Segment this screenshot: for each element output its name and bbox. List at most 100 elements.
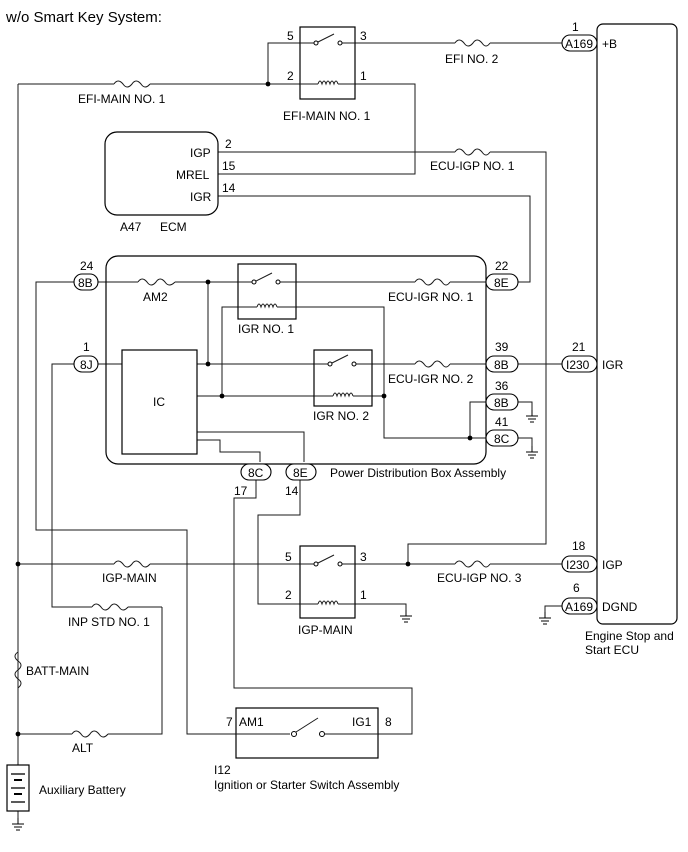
ground-8c-41	[525, 445, 539, 459]
ecm-terminal-igr: IGR	[190, 190, 212, 204]
pdb-connector-8j-1-pin: 1	[83, 340, 90, 354]
pdb-connector-8b-36: 8B 36	[485, 379, 519, 411]
ecu-terminal-plus-b-pin: 1	[572, 20, 579, 34]
pdb-connector-8b-36-pin: 36	[495, 379, 509, 393]
ecu-terminal-dgnd-pin: 6	[573, 581, 580, 595]
ground-8b-36	[525, 409, 539, 423]
fuse-ecu-igr-1: ECU-IGR NO. 1	[388, 278, 474, 304]
ecm-name: ECM	[160, 220, 187, 234]
relay-efi-main-1-pin-5: 5	[287, 29, 294, 43]
pdb-connector-8e-14-pin: 14	[285, 484, 299, 498]
ignition-am1: AM1	[239, 715, 264, 729]
pdb-connector-8c-41: 8C 41	[485, 415, 519, 447]
ecm: IGP MREL IGR 2 15 14 A47 ECM	[104, 131, 236, 234]
relay-igp-main-pin-3: 3	[360, 550, 367, 564]
relay-igr-1: IGR NO. 1	[237, 263, 297, 336]
ecu-terminal-dgnd-label: DGND	[602, 600, 638, 614]
ecm-code: A47	[120, 220, 142, 234]
pdb-connector-8b-39-code: 8B	[494, 358, 509, 372]
ecu-terminal-dgnd-conn: A169	[565, 600, 593, 614]
pdb-connector-8e-22-code: 8E	[494, 276, 509, 290]
pdb-connector-8c-41-code: 8C	[494, 432, 510, 446]
ignition-pin-7: 7	[226, 715, 233, 729]
ecu-terminal-plus-b-conn: A169	[565, 37, 593, 51]
fuse-ecu-igr-2: ECU-IGR NO. 2	[388, 360, 474, 386]
pdb-connector-8j-1-code: 8J	[80, 358, 93, 372]
fuse-batt-main-label: BATT-MAIN	[26, 664, 89, 678]
fuse-ecu-igr-2-label: ECU-IGR NO. 2	[388, 372, 474, 386]
ecm-pin-14: 14	[222, 181, 236, 195]
relay-efi-main-1-pin-2: 2	[287, 69, 294, 83]
relay-efi-main-1-label: EFI-MAIN NO. 1	[283, 109, 371, 123]
relay-igr-2-label: IGR NO. 2	[313, 409, 369, 423]
power-distribution-box: IC Power Distribution Box Assembly	[105, 255, 506, 480]
ecm-terminal-mrel: MREL	[176, 168, 210, 182]
pdb-connector-8c-17-code: 8C	[248, 466, 264, 480]
junction-dots	[15, 81, 473, 737]
relay-igr-1-label: IGR NO. 1	[238, 322, 294, 336]
fuse-efi-main-1-label: EFI-MAIN NO. 1	[78, 92, 166, 106]
ground-battery	[11, 817, 25, 831]
fuse-am2: AM2	[137, 278, 176, 304]
ecu-terminal-igr-label: IGR	[602, 358, 624, 372]
ecu-terminal-plus-b: A169 1 +B	[561, 20, 617, 52]
diagram-title: w/o Smart Key System:	[5, 9, 162, 26]
pdb-connector-8b-39-pin: 39	[495, 340, 509, 354]
ignition-name: Ignition or Starter Switch Assembly	[214, 778, 399, 792]
ecm-pin-15: 15	[222, 159, 236, 173]
pdb-connector-8b-36-code: 8B	[494, 396, 509, 410]
fuse-ecu-igp-1-label: ECU-IGP NO. 1	[430, 159, 515, 173]
pdb-connector-8e-22: 8E 22	[485, 259, 519, 291]
wires	[17, 42, 562, 820]
fuse-alt-label: ALT	[72, 741, 94, 755]
relay-igp-main-label: IGP-MAIN	[298, 623, 353, 637]
ground-ecu-dgnd	[538, 611, 552, 625]
fuse-ecu-igp-3-label: ECU-IGP NO. 3	[437, 571, 522, 585]
ecu-terminal-dgnd: A169 6 DGND	[561, 581, 638, 615]
ignition-ig1: IG1	[352, 715, 372, 729]
ecu-name-line2: Start ECU	[585, 643, 639, 657]
fuse-ecu-igp-1: ECU-IGP NO. 1	[430, 148, 515, 173]
ecu-terminal-igp-conn: I230	[566, 558, 590, 572]
pdb-connector-8e-22-pin: 22	[495, 259, 509, 273]
relay-efi-main-1: 5 3 2 1 EFI-MAIN NO. 1	[283, 26, 371, 123]
ecu-terminal-igr: I230 21 IGR	[561, 340, 624, 373]
relay-efi-main-1-pin-3: 3	[360, 29, 367, 43]
pdb-connector-8b-39: 8B 39	[485, 340, 519, 373]
relay-igp-main-pin-5: 5	[285, 550, 292, 564]
ecm-pin-2: 2	[225, 137, 232, 151]
pdb-connector-8c-17-pin: 17	[234, 484, 248, 498]
relay-igr-2: IGR NO. 2	[313, 349, 373, 423]
ecu-terminal-igr-conn: I230	[566, 358, 590, 372]
fuse-igp-main-label: IGP-MAIN	[102, 571, 157, 585]
pdb-connector-8b-24: 8B 24	[73, 259, 99, 291]
fuse-efi-main-1: EFI-MAIN NO. 1	[78, 80, 166, 106]
pdb-ic-label: IC	[153, 395, 165, 409]
fuse-efi-2: EFI NO. 2	[445, 39, 499, 66]
pdb-name: Power Distribution Box Assembly	[330, 466, 506, 480]
fuse-ecu-igr-1-label: ECU-IGR NO. 1	[388, 290, 474, 304]
fuse-inp-std-1: INP STD NO. 1	[68, 603, 150, 629]
ecu-terminal-igp-label: IGP	[602, 558, 623, 572]
ignition-switch: 7 AM1 IG1 8 I12 Ignition or Starter Swit…	[214, 707, 399, 792]
fuse-ecu-igp-3: ECU-IGP NO. 3	[437, 560, 522, 585]
ignition-pin-8: 8	[385, 715, 392, 729]
auxiliary-battery: Auxiliary Battery	[6, 764, 126, 812]
battery-label: Auxiliary Battery	[39, 783, 126, 797]
pdb-connector-8e-14: 8E 14	[285, 463, 317, 498]
fuse-inp-std-1-label: INP STD NO. 1	[68, 615, 150, 629]
ground-igp-main	[399, 609, 413, 623]
fuse-efi-2-label: EFI NO. 2	[445, 52, 499, 66]
fuse-alt: ALT	[71, 730, 109, 755]
pdb-connector-8e-14-code: 8E	[293, 466, 308, 480]
ecu-terminal-igr-pin: 21	[572, 340, 586, 354]
relay-igp-main-pin-2: 2	[285, 588, 292, 602]
pdb-connector-8j-1: 8J 1	[73, 340, 99, 373]
pdb-connector-8c-17: 8C 17	[234, 463, 272, 498]
engine-stop-start-ecu: Engine Stop and Start ECU A169 1 +B I230…	[561, 20, 678, 657]
ecm-terminal-igp: IGP	[190, 146, 211, 160]
relay-igp-main: 5 3 2 1 IGP-MAIN	[285, 545, 367, 637]
fuse-am2-label: AM2	[143, 290, 168, 304]
pdb-connector-8b-24-pin: 24	[80, 259, 94, 273]
